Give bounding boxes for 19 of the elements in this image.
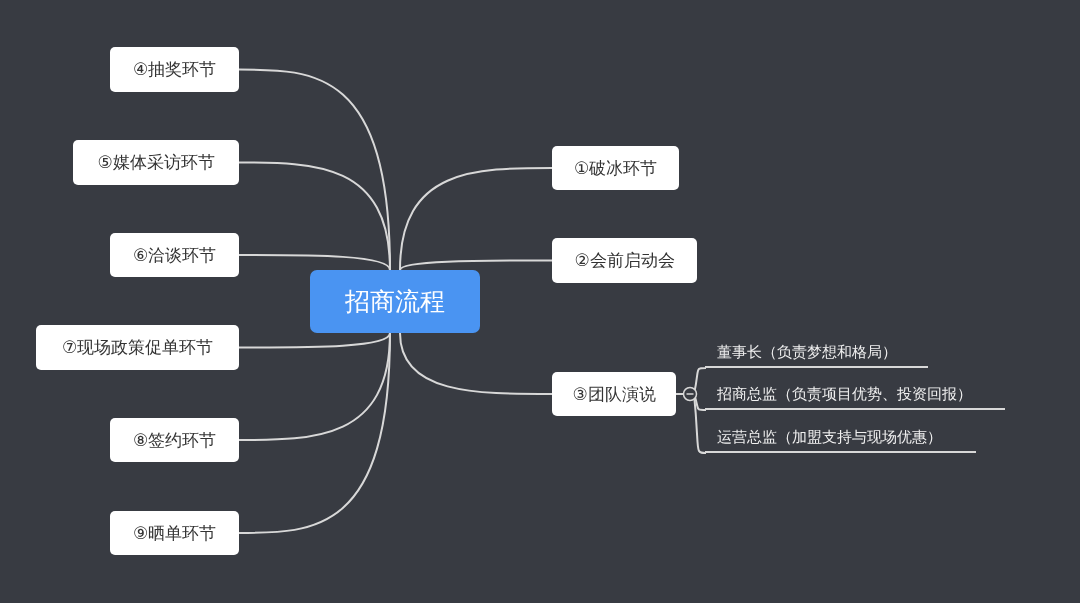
subtopic-label: 运营总监（加盟支持与现场优惠） — [705, 423, 976, 453]
topic-box: ②会前启动会 — [552, 238, 697, 283]
central-topic-box: 招商流程 — [310, 270, 480, 333]
connector-line — [238, 254, 391, 271]
topic-box: ⑨晒单环节 — [110, 511, 239, 555]
topic-box: ⑦现场政策促单环节 — [36, 325, 239, 370]
topic-box: ⑥洽谈环节 — [110, 233, 239, 277]
connector-line — [399, 167, 553, 271]
subtopic-label: 董事长（负责梦想和格局） — [705, 338, 928, 368]
topic-box: ⑤媒体采访环节 — [73, 140, 239, 185]
topic-box: ④抽奖环节 — [110, 47, 239, 92]
subtopic-label: 招商总监（负责项目优势、投资回报） — [705, 380, 1005, 410]
connector-line — [238, 332, 391, 349]
topic-box: ①破冰环节 — [552, 146, 679, 190]
topic-box: ⑧签约环节 — [110, 418, 239, 462]
connector-line — [238, 332, 391, 534]
topic-box: ③团队演说 — [552, 372, 676, 416]
connector-line — [399, 259, 553, 271]
connector-line — [399, 332, 553, 395]
